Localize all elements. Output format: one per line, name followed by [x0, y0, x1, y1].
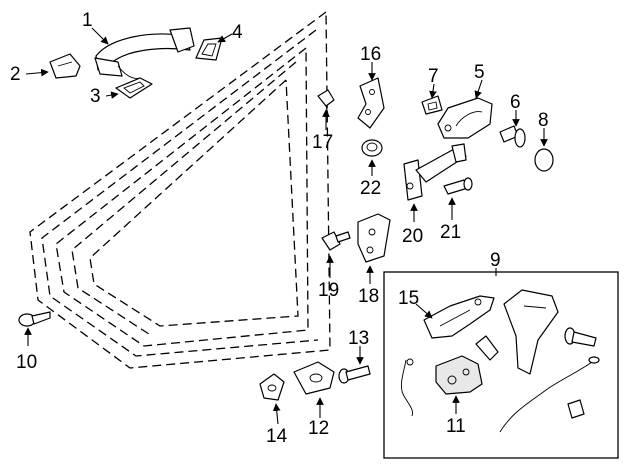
part-9-latch-assembly-box	[383, 271, 619, 459]
part-21-bolt	[443, 177, 473, 195]
callout-21: 21	[440, 222, 461, 243]
callout-15: 15	[398, 288, 419, 309]
part-1-outside-handle	[94, 27, 195, 79]
part-19-bolt	[321, 231, 351, 251]
part-22-bushing	[361, 139, 383, 157]
callout-16: 16	[360, 44, 381, 65]
part-10-screw	[18, 311, 51, 327]
part-12-striker	[293, 361, 335, 395]
part-15-actuator-lever	[423, 295, 495, 339]
callout-3: 3	[90, 86, 101, 107]
callout-19: 19	[318, 280, 339, 301]
part-13-bolt	[338, 365, 371, 384]
door-outline	[29, 11, 331, 369]
callout-9: 9	[490, 250, 501, 271]
callout-12: 12	[308, 418, 329, 439]
callout-4: 4	[232, 22, 243, 43]
part-20-door-check	[403, 143, 467, 201]
callout-13: 13	[348, 328, 369, 349]
callout-6: 6	[510, 92, 521, 113]
leaders	[24, 27, 548, 425]
part-2-handle-cap	[49, 53, 81, 79]
callout-18: 18	[358, 286, 379, 307]
callout-5: 5	[474, 62, 485, 83]
part-3-gasket	[115, 77, 153, 99]
callout-8: 8	[538, 110, 549, 131]
callout-17: 17	[312, 132, 333, 153]
callout-2: 2	[10, 64, 21, 85]
part-11-latch	[435, 355, 483, 395]
part-4-gasket	[195, 37, 223, 61]
callout-1: 1	[82, 10, 93, 31]
part-14-shim	[259, 373, 285, 401]
callout-22: 22	[360, 178, 381, 199]
callout-20: 20	[402, 226, 423, 247]
part-6-bolt	[499, 125, 526, 148]
part-8-plug	[534, 148, 554, 172]
callout-11: 11	[446, 416, 466, 437]
part-5-inside-handle	[437, 97, 493, 139]
part-16-bracket	[357, 77, 385, 129]
callout-7: 7	[428, 66, 439, 87]
callout-10: 10	[16, 352, 37, 373]
part-7-clip	[421, 95, 443, 115]
callout-labels: 1 2 3 4 5 6 7 8 9 10 11 12 13 14 15 16 1…	[10, 10, 549, 447]
part-18-hinge	[357, 213, 391, 263]
callout-14: 14	[266, 426, 288, 447]
